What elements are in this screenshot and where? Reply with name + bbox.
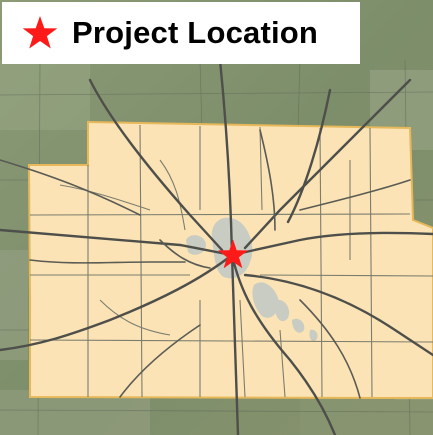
secondary-roads xyxy=(0,129,411,399)
project-location-marker xyxy=(217,239,249,269)
major-highways xyxy=(0,58,433,435)
local-roads xyxy=(29,124,433,398)
legend-label: Project Location xyxy=(72,15,319,50)
red-star-icon xyxy=(22,16,58,49)
map-legend: Project Location xyxy=(2,2,360,64)
